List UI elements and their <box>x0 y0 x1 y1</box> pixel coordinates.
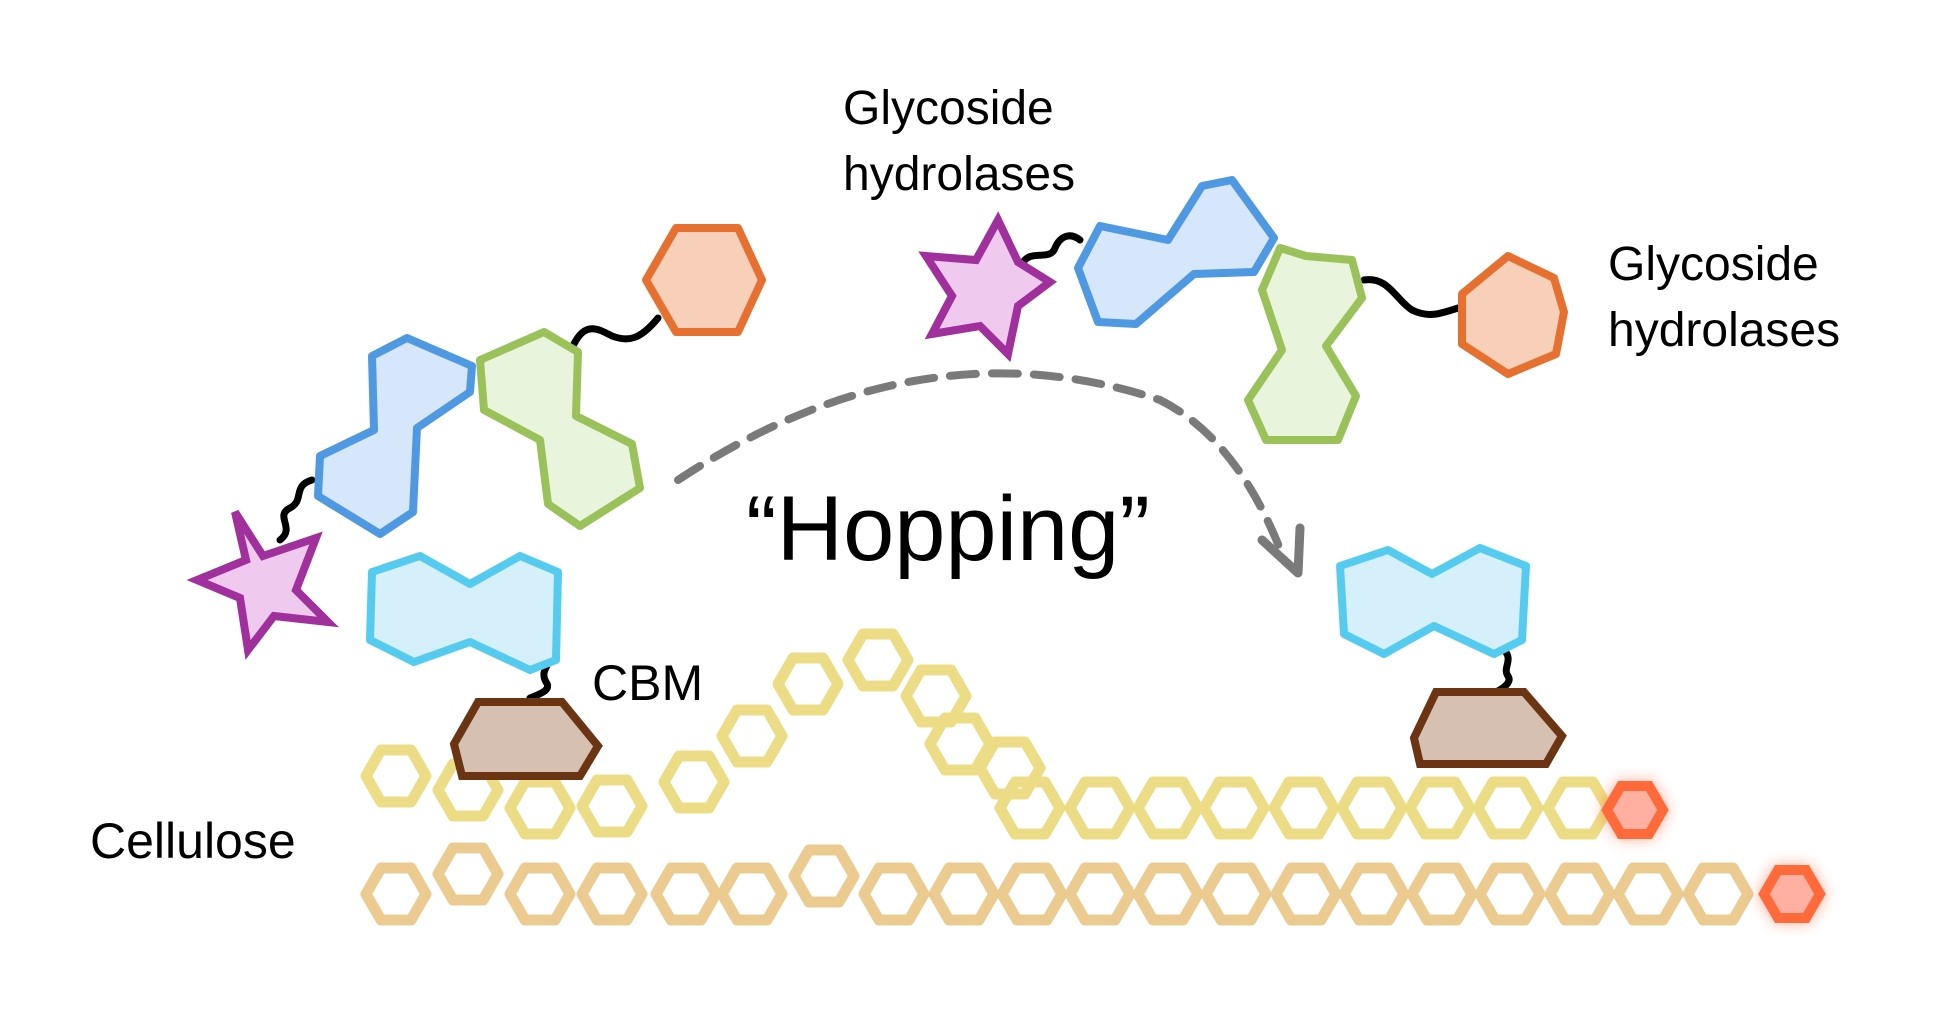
glucose-ring <box>928 862 1000 926</box>
cellulose-strand-bottom <box>360 842 1754 926</box>
enzyme-left <box>186 224 766 780</box>
glucose-ring <box>504 776 576 840</box>
glucose-ring <box>658 750 730 814</box>
glucose-ring <box>1064 776 1136 840</box>
label-glycoside-right-line2: hydrolases <box>1608 304 1840 357</box>
green-domain <box>476 328 644 530</box>
cbm-right <box>1336 544 1567 768</box>
linker <box>1360 276 1462 318</box>
glucose-ring <box>994 776 1066 840</box>
glucose-ring <box>1336 776 1408 840</box>
label-glycoside-right-line1: Glycoside <box>1608 238 1819 291</box>
glucose-ring <box>974 736 1046 800</box>
glucose-ring <box>576 774 648 838</box>
blue-domain <box>1074 176 1278 328</box>
glucose-ring <box>504 862 576 926</box>
glucose-ring <box>1542 776 1614 840</box>
linker <box>1018 232 1084 268</box>
glucose-ring <box>788 844 860 908</box>
linker <box>276 476 316 544</box>
glucose-ring <box>1406 862 1478 926</box>
glucose-ring <box>1404 776 1476 840</box>
glucose-ring <box>1612 862 1684 926</box>
anchor-domain <box>449 698 603 780</box>
enzyme-right-top <box>918 176 1568 444</box>
star-domain <box>186 509 339 660</box>
cellulose-end-top <box>1601 781 1669 839</box>
glucose-ring <box>1338 862 1410 926</box>
glucose-ring <box>858 862 930 926</box>
star-domain <box>918 211 1058 363</box>
glucose-ring <box>650 862 722 926</box>
cellulose-end-bottom <box>1758 865 1826 923</box>
label-hopping: “Hopping” <box>746 478 1150 580</box>
orange-domain <box>642 224 766 336</box>
glucose-ring <box>842 628 914 692</box>
glucose-ring <box>1544 862 1616 926</box>
glucose-ring <box>1198 776 1270 840</box>
glucose-ring <box>1472 776 1544 840</box>
anchor-domain <box>1409 688 1567 768</box>
linker <box>570 314 662 348</box>
glucose-ring <box>576 862 648 926</box>
glucose-ring <box>1268 776 1340 840</box>
cbm-domain <box>366 552 562 674</box>
label-cbm: CBM <box>592 655 703 711</box>
glucose-ring <box>716 862 788 926</box>
glucose-ring <box>360 744 432 808</box>
label-glycoside-right: Glycoside hydrolases <box>1608 238 1840 357</box>
glucose-ring <box>1682 862 1754 926</box>
blue-domain <box>314 334 476 538</box>
glucose-ring <box>772 652 844 716</box>
label-cellulose: Cellulose <box>90 813 296 869</box>
glucose-ring <box>1064 862 1136 926</box>
glucose-ring <box>1200 862 1272 926</box>
green-domain <box>1244 244 1366 444</box>
label-glycoside-top-line2: hydrolases <box>843 148 1075 201</box>
cbm-domain <box>1336 544 1530 658</box>
glucose-ring <box>1474 862 1546 926</box>
glucose-ring <box>1132 776 1204 840</box>
glucose-ring <box>432 842 504 906</box>
label-glycoside-top-line1: Glycoside <box>843 82 1054 135</box>
glucose-ring <box>1270 862 1342 926</box>
glucose-ring <box>360 862 432 926</box>
glucose-ring <box>996 862 1068 926</box>
glucose-ring <box>1132 862 1204 926</box>
cellulose-strand-top <box>360 628 1614 840</box>
glucose-ring <box>716 704 788 768</box>
hopping-arrow <box>674 369 1289 566</box>
orange-domain <box>1458 252 1568 378</box>
hopping-arrowhead <box>1257 523 1305 578</box>
label-glycoside-top: Glycoside hydrolases <box>843 82 1075 201</box>
